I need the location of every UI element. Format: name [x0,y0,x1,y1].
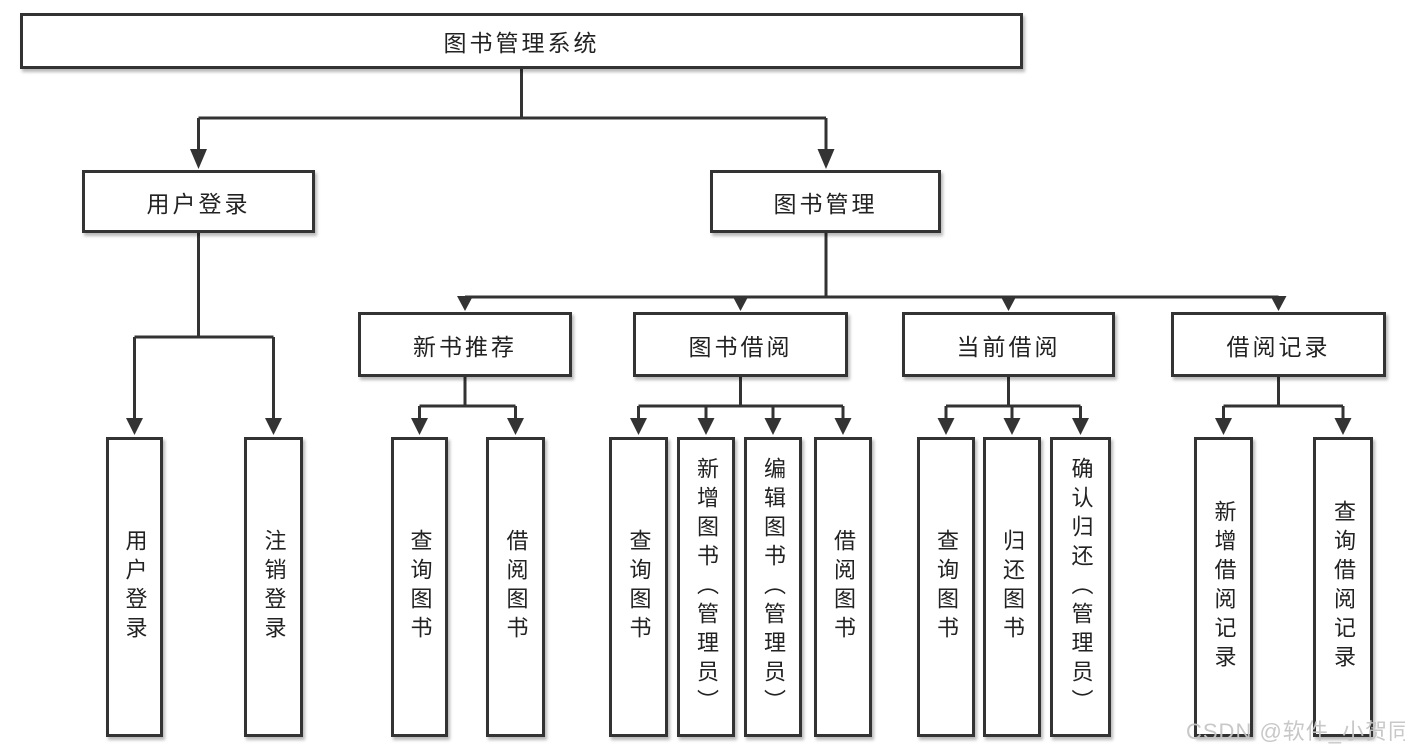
leaf-current-confirm-return-admin: 确认归还（管理员） [1050,437,1111,737]
arrow-leaf-bb-borrow [834,418,852,435]
book-mgmt-branch-lines [465,233,1279,299]
node-new-book-recommendation: 新书推荐 [358,312,572,377]
arrow-leaf-nb-query [411,418,428,435]
leaf-logout: 注销登录 [244,437,303,737]
arrow-to-new-book [457,296,473,311]
node-borrowing-records: 借阅记录 [1171,312,1386,377]
root-stem-line [197,69,828,151]
current-group-lines [944,377,1082,420]
user-login-branch-lines [133,233,275,420]
arrow-to-current [1000,296,1017,311]
leaf-borrowing-borrow-books: 借阅图书 [814,437,872,737]
arrow-leaf-br-query [1334,418,1352,435]
arrow-leaf-login [126,418,143,435]
leaf-newbook-query-books: 查询图书 [391,437,448,737]
node-book-borrowing: 图书借阅 [633,312,848,377]
csdn-watermark: CSDN @软件_小贺同学 [1186,719,1405,744]
arrow-leaf-cb-return [1003,418,1021,435]
arrow-leaf-logout [265,418,282,435]
leaf-borrowing-edit-books-admin: 编辑图书（管理员） [744,437,802,737]
node-book-management-branch: 图书管理 [710,170,941,233]
arrow-leaf-bb-query [630,418,647,435]
leaf-user-login: 用户登录 [106,437,163,737]
leaf-records-query-borrow-record: 查询借阅记录 [1313,437,1373,737]
leaf-borrowing-add-books-admin: 新增图书（管理员） [677,437,735,737]
arrow-to-borrowing [732,296,749,311]
arrow-leaf-cb-query [937,418,955,435]
leaf-current-query-books: 查询图书 [917,437,975,737]
leaf-borrowing-query-books: 查询图书 [609,437,668,737]
node-current-borrowing: 当前借阅 [902,312,1115,377]
leaf-current-return-books: 归还图书 [983,437,1041,737]
arrow-to-user-login [190,149,207,169]
arrow-leaf-bb-edit [764,418,782,435]
arrow-to-records [1270,296,1287,311]
new-book-group-lines [418,377,517,420]
arrow-leaf-bb-add [697,418,715,435]
leaf-records-add-borrow-record: 新增借阅记录 [1194,437,1253,737]
node-user-login-branch: 用户登录 [82,170,315,233]
arrow-to-book-mgmt [817,149,835,169]
borrowing-group-lines [637,377,845,420]
arrow-leaf-br-add [1215,418,1232,435]
leaf-newbook-borrow-books: 借阅图书 [486,437,545,737]
arrow-leaf-cb-confirm [1072,418,1089,435]
arrow-leaf-nb-borrow [507,418,524,435]
node-library-management-system: 图书管理系统 [20,13,1023,69]
records-group-lines [1222,377,1345,420]
